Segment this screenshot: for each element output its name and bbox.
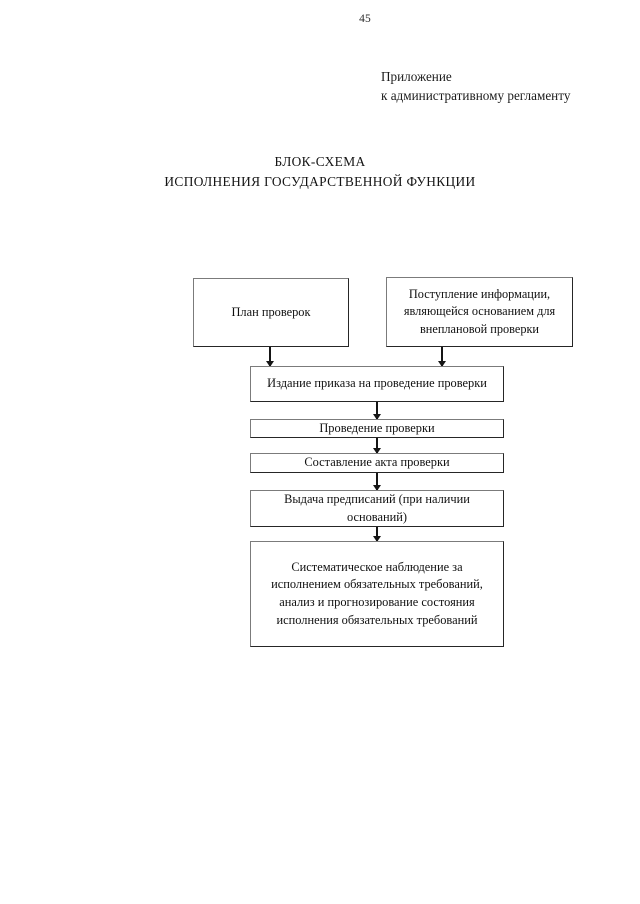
header-line-regulation: к административному регламенту bbox=[381, 87, 571, 103]
flow-node-conduct-inspection: Проведение проверки bbox=[250, 419, 504, 438]
flow-node-conduct-inspection-label: Проведение проверки bbox=[319, 420, 435, 435]
flow-node-inspection-act: Составление акта проверки bbox=[250, 453, 504, 473]
flow-node-issue-order-label: Издание приказа на проведение проверки bbox=[267, 376, 487, 391]
connector-plan-to-order-arrow bbox=[269, 347, 271, 366]
flow-node-inspection-act-label: Составление акта проверки bbox=[304, 455, 450, 470]
flow-node-incoming-information: Поступление информации, являющейся основ… bbox=[386, 277, 573, 347]
connector-inspection-to-act-arrow bbox=[376, 438, 378, 453]
flow-node-plan: План проверок bbox=[193, 278, 349, 347]
page-title: БЛОК-СХЕМА ИСПОЛНЕНИЯ ГОСУДАРСТВЕННОЙ ФУ… bbox=[0, 152, 640, 192]
header-line-appendix: Приложение bbox=[381, 69, 452, 84]
flow-node-systematic-monitoring-label: Систематическое наблюдение за исполнение… bbox=[271, 559, 483, 627]
flow-node-plan-label: План проверок bbox=[231, 304, 311, 319]
flow-node-incoming-information-label: Поступление информации, являющейся основ… bbox=[403, 286, 556, 336]
connector-act-to-prescription-arrow bbox=[376, 473, 378, 490]
document-header: Приложение к административному регламент… bbox=[381, 68, 621, 105]
connector-incoming-to-order-arrow bbox=[441, 347, 443, 366]
flow-node-issue-prescriptions: Выдача предписаний (при наличии основани… bbox=[250, 490, 504, 527]
title-line-block-scheme: БЛОК-СХЕМА bbox=[274, 154, 366, 169]
page-number: 45 bbox=[359, 13, 371, 25]
title-line-function: ИСПОЛНЕНИЯ ГОСУДАРСТВЕННОЙ ФУНКЦИИ bbox=[164, 174, 476, 189]
flow-node-issue-prescriptions-label: Выдача предписаний (при наличии основани… bbox=[284, 491, 470, 524]
flow-node-issue-order: Издание приказа на проведение проверки bbox=[250, 366, 504, 402]
flow-node-systematic-monitoring: Систематическое наблюдение за исполнение… bbox=[250, 541, 504, 647]
connector-prescription-to-monitoring-arrow bbox=[376, 527, 378, 541]
connector-order-to-inspection-arrow bbox=[376, 402, 378, 419]
